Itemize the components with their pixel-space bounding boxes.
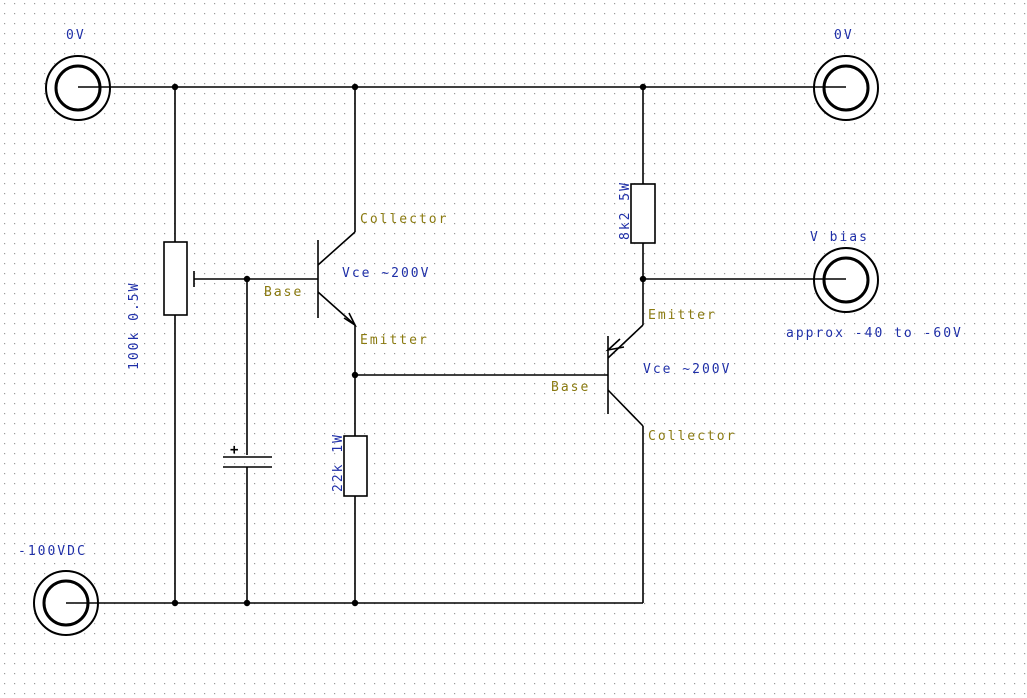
potentiometer-100k bbox=[163, 241, 188, 316]
label-neg-supply: -100VDC bbox=[18, 544, 87, 559]
junction-dot bbox=[171, 83, 179, 91]
junctions bbox=[171, 83, 647, 607]
label-pot-value: 100k 0.5W bbox=[127, 282, 142, 370]
resistor-8k2 bbox=[630, 183, 656, 244]
junction-dot bbox=[171, 599, 179, 607]
label-q2-collector: Collector bbox=[648, 429, 736, 444]
label-q2-emitter: Emitter bbox=[648, 308, 717, 323]
q2-emitter-arrow bbox=[605, 338, 625, 352]
label-q1-base: Base bbox=[264, 285, 303, 300]
label-0v-left: 0V bbox=[66, 28, 86, 43]
label-q1-vce: Vce ~200V bbox=[342, 266, 430, 281]
terminal-0v-left bbox=[45, 55, 111, 121]
capacitor bbox=[223, 456, 272, 468]
label-r8k2-value: 8k2 5W bbox=[618, 181, 633, 240]
junction-dot bbox=[351, 371, 359, 379]
q1-emitter-arrow bbox=[343, 312, 358, 328]
junction-dot bbox=[351, 83, 359, 91]
junction-dot bbox=[243, 275, 251, 283]
terminal-0v-right bbox=[813, 55, 879, 121]
label-0v-right: 0V bbox=[834, 28, 854, 43]
junction-dot bbox=[243, 599, 251, 607]
capacitor-polarity-mark: + bbox=[230, 442, 238, 458]
label-r22k-value: 22k 1W bbox=[331, 433, 346, 492]
resistor-22k bbox=[343, 435, 368, 497]
label-vbias-range: approx -40 to -60V bbox=[786, 326, 963, 341]
terminal-vbias bbox=[813, 247, 879, 313]
label-vbias: V bias bbox=[810, 230, 869, 245]
junction-dot bbox=[351, 599, 359, 607]
junction-dot bbox=[639, 83, 647, 91]
label-q1-emitter: Emitter bbox=[360, 333, 429, 348]
label-q2-base: Base bbox=[551, 380, 590, 395]
label-q2-vce: Vce ~200V bbox=[643, 362, 731, 377]
label-q1-collector: Collector bbox=[360, 212, 448, 227]
transistor-q1 bbox=[317, 231, 358, 328]
junction-dot bbox=[639, 275, 647, 283]
transistor-q2 bbox=[605, 324, 644, 427]
